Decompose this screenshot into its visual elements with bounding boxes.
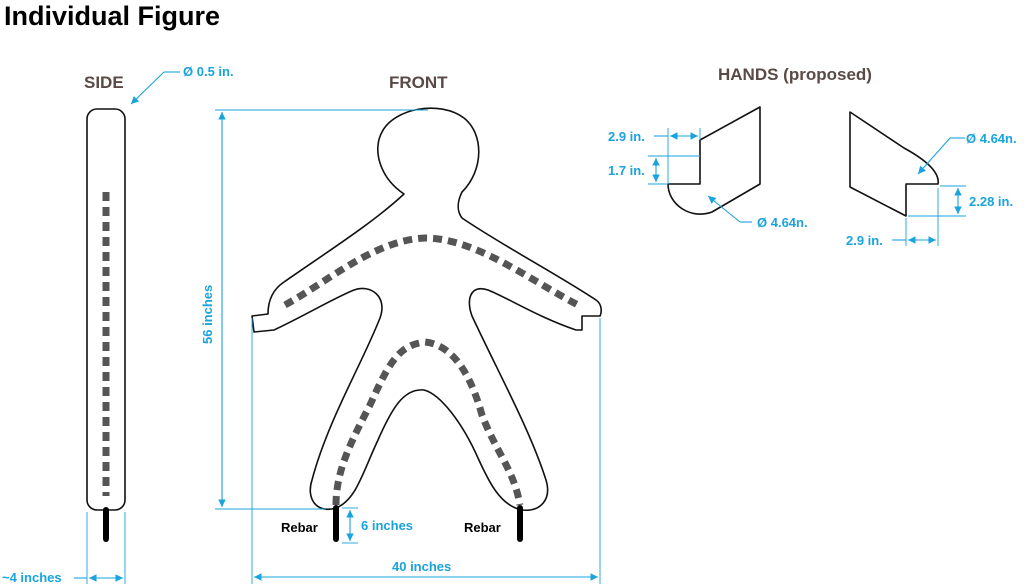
front-width-label: 40 inches: [392, 559, 451, 574]
hand-left-height-label: 1.7 in.: [608, 163, 645, 178]
side-view: Ø 0.5 in. ~4 inches: [2, 64, 234, 585]
front-view-heading: FRONT: [389, 73, 448, 92]
figure-body-outline: [251, 107, 602, 511]
rebar-length-label: 6 inches: [361, 518, 413, 533]
front-view: Rebar Rebar 6 inches 56 inches 40 inches: [200, 107, 602, 584]
side-width-label: ~4 inches: [2, 570, 62, 585]
hand-right-diameter-label: Ø 4.64n.: [966, 131, 1017, 146]
side-diameter-label: Ø 0.5 in.: [183, 64, 234, 79]
side-view-heading: SIDE: [84, 73, 124, 92]
hand-right-width-label: 2.9 in.: [846, 233, 883, 248]
hands-view-heading: HANDS (proposed): [718, 65, 872, 84]
hand-right-height-label: 2.28 in.: [969, 194, 1013, 209]
page-title: Individual Figure: [4, 1, 220, 31]
hand-left-width-label: 2.9 in.: [608, 129, 645, 144]
side-diameter-arrow: [130, 71, 165, 105]
hand-left-shape: [667, 106, 761, 215]
hand-right-shape: [849, 111, 939, 217]
front-rebar-arms-dashed: [283, 234, 580, 309]
hand-left-diameter-label: Ø 4.64n.: [757, 215, 808, 230]
hand-right-diameter-arrow: [917, 137, 951, 175]
hands-view: 2.9 in. 1.7 in. Ø 4.64n. Ø 4.64n. 2.28 i…: [608, 106, 1017, 248]
hand-left-diameter-arrow: [707, 195, 741, 223]
front-height-label: 56 inches: [200, 285, 215, 344]
rebar-label-right: Rebar: [464, 520, 501, 535]
rebar-label-left: Rebar: [281, 520, 318, 535]
